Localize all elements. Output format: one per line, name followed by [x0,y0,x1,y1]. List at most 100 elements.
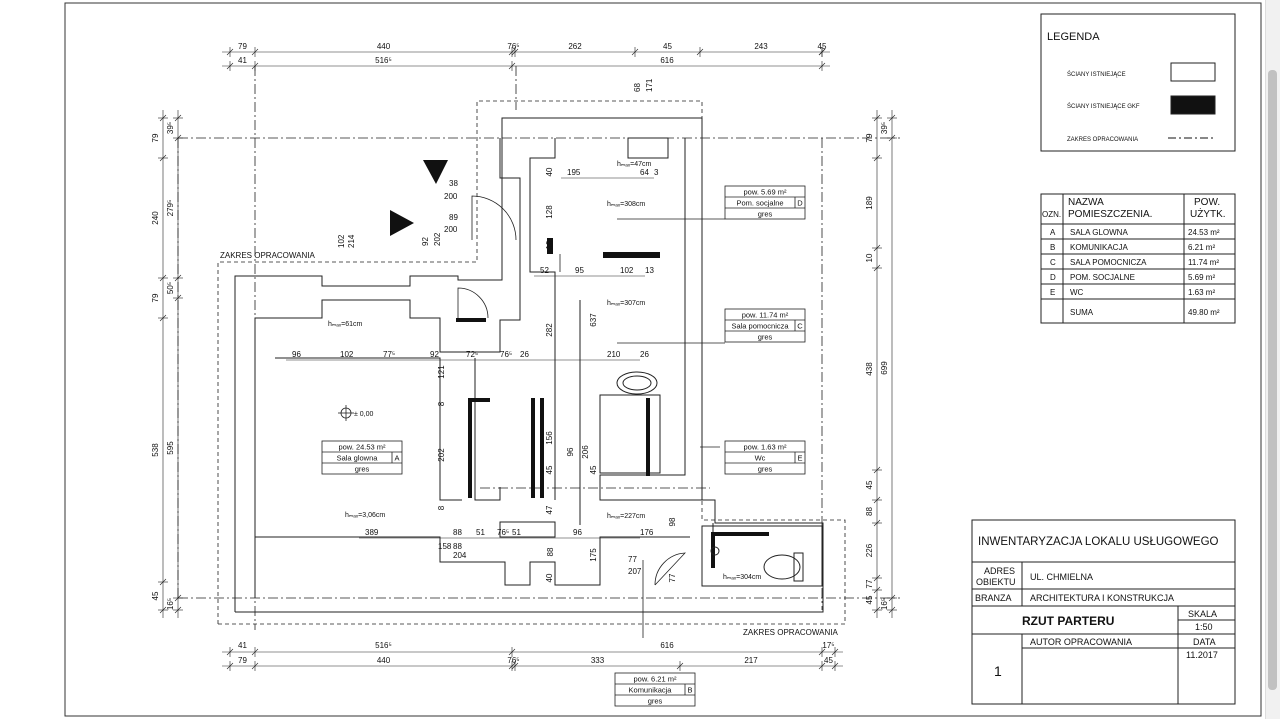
inner-dim-row3-label: 3 [654,168,659,177]
rooms-table-header-code: OZN. [1042,210,1061,219]
opening-dim-label: 77 [628,555,637,564]
dim-bottom-1-label: 616 [660,641,674,650]
dim-top-2-label: 41 [238,56,247,65]
inner-dim-row2-label: 76⁵ [497,528,509,537]
vertical-dim-label: 40 [545,167,554,176]
vertical-dim-label: 98 [668,517,677,526]
room-tag-floor: gres [758,465,773,474]
vertical-dim-label: 88 [546,547,555,556]
vertical-dim-label: 8 [437,505,446,510]
opening-dim-label: 207 [628,567,642,576]
rooms-table-name: SALA GLOWNA [1070,228,1128,237]
height-labels: hₘₐₓ=47cmhₘₐₓ=308cmhₘₐₓ=307cmhₘₐₓ=61cmhₘ… [328,161,761,581]
drain [710,546,720,556]
dim-top-1-label: 79 [238,42,247,51]
rooms-table-code: D [1050,273,1056,282]
walls [234,117,824,613]
dim-bottom-2-tick [831,662,839,670]
dim-left-1-label: 79 [151,133,160,142]
leader-lines [617,218,725,638]
dim-right-1-label: 189 [865,196,874,210]
dim-top-1-label: 45 [818,42,827,51]
dim-bottom-2-label: 217 [744,656,758,665]
dim-right-2-tick [888,114,896,122]
dim-left-1-tick [159,578,167,586]
room-tag-area: pow. 11.74 m² [742,311,789,320]
dim-right-1-label: 226 [865,543,874,557]
date-value: 11.2017 [1186,650,1218,660]
inner-dim-row2-label: 88 [453,528,462,537]
elevation-label: ± 0,00 [354,411,374,418]
dim-bottom-2-label: 79 [238,656,247,665]
dim-left-1-tick [159,606,167,614]
dim-bottom-2-tick [676,662,684,670]
ceiling-height-label: hₘₐₓ=227cm [607,513,645,520]
vertical-dim-label: 10 [545,240,554,249]
room-tag-area: pow. 24.53 m² [338,443,386,452]
inner-dim-row1-label: 77⁵ [383,350,395,359]
vertical-dim-label: 45 [545,465,554,474]
room-tag-code: D [797,199,803,208]
dim-right-2-tick [888,606,896,614]
opening-dim-label: 89 [449,213,458,222]
dim-bottom-2-tick [226,662,234,670]
room-tag-floor: gres [758,210,773,219]
dim-bottom-1-tick [831,648,839,656]
dim-right-2-label: 39⁵ [880,122,889,134]
dim-left-1-label: 240 [151,211,160,225]
dim-top-2-label: 616 [660,56,674,65]
legend-title: LEGENDA [1047,31,1100,43]
legend: LEGENDA ŚCIANY ISTNIEJĄCE ŚCIANY ISTNIEJ… [1040,13,1236,152]
rooms-table-code: E [1050,288,1055,297]
inner-dim-row2-label: 96 [573,528,582,537]
rooms-table-header-name-1: NAZWA [1068,197,1104,208]
dim-top-1-tick [511,48,519,56]
dim-right-1-tick [873,466,881,474]
rooms-table-code: C [1050,258,1056,267]
vertical-dim-label: 282 [545,323,554,337]
address-label-2: OBIEKTU [976,577,1016,587]
opening-dim-label: 38 [449,179,458,188]
room-tag-area: pow. 1.63 m² [744,443,787,452]
rooms-table-header-area-2: UŻYTK. [1190,207,1226,220]
inner-dim-row4-label: 52 [540,266,549,275]
toilet [763,554,801,580]
rooms-table-name: KOMUNIKACJA [1070,243,1128,252]
dim-left-1-tick [159,154,167,162]
scrollbar-thumb[interactable] [1268,70,1277,690]
dim-left-1-tick [159,114,167,122]
section-arrow-down [423,160,448,184]
dim-bottom-1-tick [818,648,826,656]
rooms-table-name: POM. SOCJALNE [1070,273,1135,282]
opening-dim-label: 200 [444,225,458,234]
dim-bottom-1-tick [251,648,259,656]
dim-top-1-label: 76⁵ [507,42,519,51]
dim-top-1-tick [696,48,704,56]
rooms-table-area: 24.53 m² [1188,228,1220,237]
inner-dim-row4-label: 13 [645,266,654,275]
dim-top-1-label: 243 [754,42,768,51]
ceiling-height-label: hₘₐₓ=307cm [607,300,645,307]
room-tag-name: Wc [755,454,766,463]
dim-top-1-label: 262 [568,42,582,51]
elevation-mark [338,405,354,421]
vertical-dim-label: 128 [545,205,554,219]
dim-top-2-tick [818,62,826,70]
dim-bottom-1-label: 17⁵ [822,641,834,650]
dim-right-2-tick [888,134,896,142]
scope-label-top: ZAKRES OPRACOWANIA [220,251,315,260]
dim-left-2-label: 16⁵ [166,598,175,610]
room-tag-name: Sala glowna [337,454,379,463]
project-title: INWENTARYZACJA LOKALU USŁUGOWEGO [978,536,1219,548]
room-tag-name: Komunikacja [629,686,673,695]
dim-right-1-tick [873,519,881,527]
dim-left-2-label: 595 [166,441,175,455]
date-label: DATA [1193,637,1216,647]
toilet-tank [793,552,804,582]
inner-dim-row1-label: 96 [292,350,301,359]
dim-right-1-label: 79 [865,133,874,142]
opening-dim-label: 200 [444,192,458,201]
